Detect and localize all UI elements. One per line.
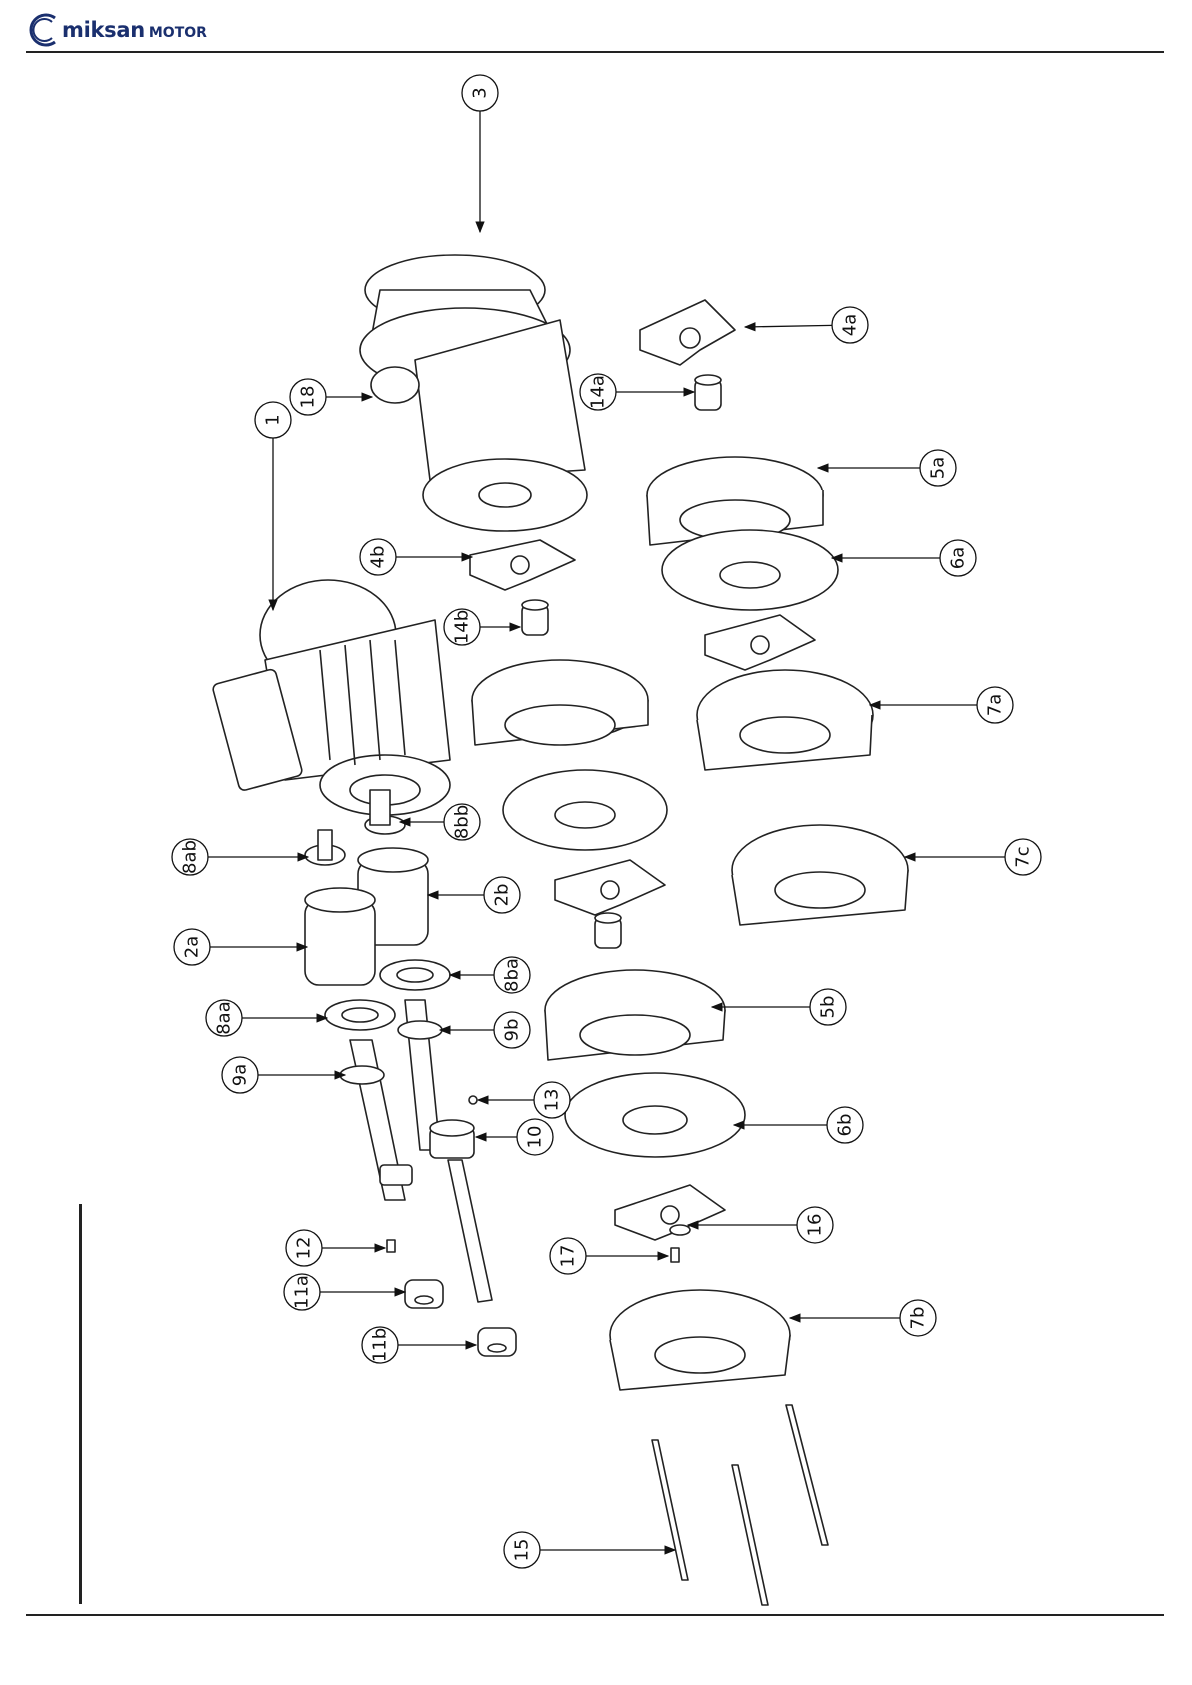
- part-3-lantern-housing: [360, 255, 587, 531]
- part-10-coupling: [430, 1120, 492, 1302]
- callout-2b: 2b: [428, 877, 520, 913]
- callout-label: 8ab: [180, 840, 201, 874]
- part-impeller-middle: [555, 860, 665, 915]
- callout-label: 14a: [588, 375, 609, 409]
- callout-label: 9a: [230, 1064, 251, 1086]
- callout-label: 7a: [985, 694, 1006, 716]
- callout-label: 5b: [818, 996, 839, 1019]
- callout-label: 1: [263, 414, 284, 425]
- part-7c-stage-casing: [732, 825, 908, 925]
- part-2a-rotor: [305, 888, 375, 985]
- part-16-washer: [670, 1225, 690, 1235]
- callout-label: 14b: [452, 610, 473, 644]
- callout-7a: 7a: [870, 687, 1013, 723]
- callout-label: 16: [805, 1214, 826, 1237]
- part-6b-diffuser: [565, 1073, 745, 1157]
- callout-label: 18: [298, 386, 319, 409]
- part-14a-bush: [695, 375, 721, 410]
- callout-label: 6a: [948, 547, 969, 569]
- part-chamber-middle: [472, 660, 648, 745]
- callout-label: 2b: [492, 884, 513, 907]
- part-bush-middle: [595, 913, 621, 948]
- part-8aa-bearing: [325, 1000, 395, 1030]
- callout-label: 10: [525, 1126, 546, 1149]
- callout-10: 10: [476, 1119, 553, 1155]
- callout-9a: 9a: [222, 1057, 345, 1093]
- part-7a-stage-casing: [697, 670, 873, 770]
- callout-13: 13: [478, 1082, 570, 1118]
- callout-12: 12: [286, 1230, 385, 1266]
- callout-label: 7b: [908, 1307, 929, 1330]
- callout-8ab: 8ab: [172, 839, 308, 875]
- callout-8aa: 8aa: [206, 1000, 327, 1036]
- callout-9b: 9b: [440, 1012, 530, 1048]
- callout-3: 3: [462, 75, 498, 232]
- part-diffuser-middle: [503, 770, 667, 850]
- callout-label: 8ba: [502, 958, 523, 992]
- part-impeller-upper-right: [705, 615, 815, 670]
- callout-label: 11a: [292, 1275, 313, 1309]
- part-1-motor: [212, 580, 450, 815]
- part-11b-cap: [478, 1328, 516, 1356]
- part-17-screw: [671, 1248, 679, 1262]
- callout-7c: 7c: [905, 839, 1041, 875]
- part-6a-diffuser: [662, 530, 838, 610]
- part-5b-chamber: [545, 970, 725, 1060]
- callout-14a: 14a: [580, 374, 694, 410]
- callout-label: 5a: [928, 457, 949, 479]
- part-7b-stage-casing: [610, 1290, 790, 1390]
- leader-line: [745, 325, 832, 327]
- callout-label: 17: [558, 1245, 579, 1268]
- callout-label: 11b: [370, 1328, 391, 1362]
- part-9a-shaft: [340, 1040, 412, 1200]
- part-4a-impeller: [640, 300, 735, 365]
- callout-15: 15: [504, 1532, 675, 1568]
- callout-2a: 2a: [174, 929, 307, 965]
- callout-17: 17: [550, 1238, 668, 1274]
- callout-label: 7c: [1013, 846, 1034, 867]
- callout-label: 9b: [502, 1019, 523, 1042]
- callout-6a: 6a: [832, 540, 976, 576]
- callout-label: 12: [294, 1237, 315, 1260]
- callout-label: 8aa: [214, 1001, 235, 1035]
- part-12-key: [387, 1240, 395, 1252]
- callout-6b: 6b: [734, 1107, 863, 1143]
- callout-label: 2a: [182, 936, 203, 958]
- part-4b-impeller: [470, 540, 575, 590]
- callout-4a: 4a: [745, 307, 868, 343]
- callout-label: 15: [512, 1539, 533, 1562]
- callout-label: 6b: [835, 1114, 856, 1137]
- callout-label: 8bb: [452, 805, 473, 839]
- callout-1: 1: [255, 402, 291, 610]
- callout-18: 18: [290, 379, 372, 415]
- callout-14b: 14b: [444, 609, 520, 645]
- part-8ba-bearing: [380, 960, 450, 990]
- part-8ab-bearing: [305, 830, 345, 865]
- callout-4b: 4b: [360, 539, 472, 575]
- callout-label: 4a: [840, 314, 861, 336]
- part-11a-cap: [405, 1280, 443, 1308]
- part-15-tie-rods: [652, 1405, 828, 1605]
- part-14b-bush: [522, 600, 548, 635]
- callout-label: 13: [542, 1089, 563, 1112]
- callout-7b: 7b: [790, 1300, 936, 1336]
- callout-label: 4b: [368, 546, 389, 569]
- callout-8ba: 8ba: [450, 957, 530, 993]
- callout-5a: 5a: [818, 450, 956, 486]
- part-13-key: [469, 1096, 477, 1104]
- callout-11b: 11b: [362, 1327, 476, 1363]
- callout-11a: 11a: [284, 1274, 405, 1310]
- callout-label: 3: [470, 87, 491, 98]
- callout-5b: 5b: [712, 989, 846, 1025]
